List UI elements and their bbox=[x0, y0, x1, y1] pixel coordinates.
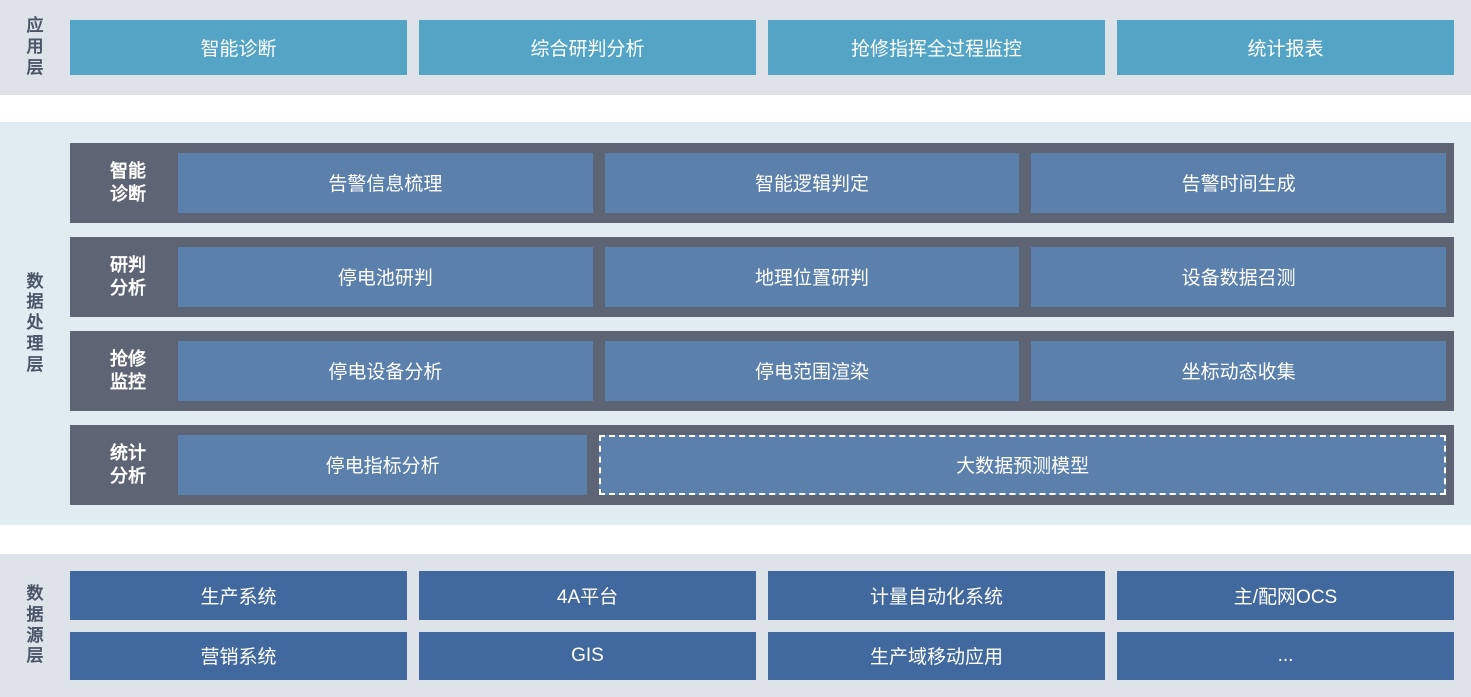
data-source-layer-label: 数 据 源 层 bbox=[0, 554, 70, 697]
process-row: 研判 分析 停电池研判 地理位置研判 设备数据召测 bbox=[70, 236, 1454, 317]
data-source-row: 生产系统 4A平台 计量自动化系统 主/配网OCS bbox=[70, 571, 1454, 620]
label-char: 层 bbox=[26, 646, 44, 666]
application-layer-label: 应 用 层 bbox=[0, 0, 70, 95]
data-source-row: 营销系统 GIS 生产域移动应用 ... bbox=[70, 631, 1454, 680]
label-line: 分析 bbox=[110, 465, 146, 486]
label-line: 监控 bbox=[110, 371, 146, 392]
label-char: 层 bbox=[26, 57, 44, 77]
label-char: 数 bbox=[26, 271, 44, 291]
app-module-box[interactable]: 统计报表 bbox=[1117, 20, 1454, 75]
process-module-box[interactable]: 停电设备分析 bbox=[178, 340, 593, 401]
process-module-box[interactable]: 告警时间生成 bbox=[1031, 152, 1447, 213]
label-char: 理 bbox=[26, 333, 44, 353]
data-processing-layer-label: 数 据 处 理 层 bbox=[0, 122, 70, 525]
process-module-box[interactable]: 停电池研判 bbox=[178, 246, 593, 307]
process-row: 统计 分析 停电指标分析 大数据预测模型 bbox=[70, 424, 1454, 505]
band-separator bbox=[0, 525, 1471, 554]
label-char: 据 bbox=[26, 292, 44, 312]
label-line: 抢修 bbox=[110, 349, 146, 369]
process-module-box[interactable]: 智能逻辑判定 bbox=[604, 152, 1020, 213]
process-module-box[interactable]: 告警信息梳理 bbox=[178, 152, 593, 213]
band-separator bbox=[0, 95, 1471, 122]
data-source-box[interactable]: 计量自动化系统 bbox=[768, 571, 1105, 620]
app-module-box[interactable]: 抢修指挥全过程监控 bbox=[768, 20, 1105, 75]
process-row-label: 抢修 监控 bbox=[78, 348, 178, 393]
process-module-box[interactable]: 停电指标分析 bbox=[178, 434, 588, 495]
process-module-box[interactable]: 停电范围渲染 bbox=[604, 340, 1020, 401]
data-source-box[interactable]: 营销系统 bbox=[70, 631, 407, 680]
label-char: 源 bbox=[26, 625, 44, 645]
process-module-box[interactable]: 设备数据召测 bbox=[1031, 246, 1447, 307]
application-layer-boxes: 智能诊断 综合研判分析 抢修指挥全过程监控 统计报表 bbox=[70, 0, 1471, 95]
label-char: 据 bbox=[26, 604, 44, 624]
data-source-box[interactable]: ... bbox=[1117, 631, 1454, 680]
process-row-boxes: 停电指标分析 大数据预测模型 bbox=[178, 425, 1446, 505]
label-line: 统计 bbox=[110, 443, 146, 463]
process-row-label: 研判 分析 bbox=[78, 254, 178, 299]
label-char: 数 bbox=[26, 584, 44, 604]
label-char: 应 bbox=[26, 16, 44, 36]
label-line: 智能 bbox=[110, 161, 146, 181]
label-line: 诊断 bbox=[110, 183, 146, 204]
data-processing-layer: 数 据 处 理 层 智能 诊断 告警信息梳理 智能逻辑判定 告警时间生成 bbox=[0, 122, 1471, 525]
process-row: 抢修 监控 停电设备分析 停电范围渲染 坐标动态收集 bbox=[70, 330, 1454, 411]
process-row-label: 统计 分析 bbox=[78, 442, 178, 487]
process-module-box[interactable]: 地理位置研判 bbox=[604, 246, 1020, 307]
app-module-box[interactable]: 综合研判分析 bbox=[419, 20, 756, 75]
data-source-box[interactable]: 4A平台 bbox=[419, 571, 756, 620]
process-row: 智能 诊断 告警信息梳理 智能逻辑判定 告警时间生成 bbox=[70, 142, 1454, 223]
data-source-box[interactable]: 生产系统 bbox=[70, 571, 407, 620]
data-processing-rows: 智能 诊断 告警信息梳理 智能逻辑判定 告警时间生成 研判 分析 停电池研判 地… bbox=[70, 122, 1471, 525]
data-source-rows: 生产系统 4A平台 计量自动化系统 主/配网OCS 营销系统 GIS 生产域移动… bbox=[70, 554, 1471, 697]
data-source-box[interactable]: 生产域移动应用 bbox=[768, 631, 1105, 680]
label-line: 研判 bbox=[110, 255, 146, 275]
app-module-box[interactable]: 智能诊断 bbox=[70, 20, 407, 75]
data-source-box[interactable]: GIS bbox=[419, 631, 756, 680]
process-row-boxes: 停电池研判 地理位置研判 设备数据召测 bbox=[178, 237, 1447, 317]
label-char: 层 bbox=[26, 354, 44, 374]
label-line: 分析 bbox=[110, 277, 146, 298]
process-row-label: 智能 诊断 bbox=[78, 160, 178, 205]
data-source-layer: 数 据 源 层 生产系统 4A平台 计量自动化系统 主/配网OCS 营销系统 G… bbox=[0, 554, 1471, 697]
process-module-box[interactable]: 坐标动态收集 bbox=[1031, 340, 1447, 401]
application-layer: 应 用 层 智能诊断 综合研判分析 抢修指挥全过程监控 统计报表 bbox=[0, 0, 1471, 95]
data-source-box[interactable]: 主/配网OCS bbox=[1117, 571, 1454, 620]
label-char: 用 bbox=[26, 37, 44, 57]
label-char: 处 bbox=[26, 313, 44, 333]
process-row-boxes: 停电设备分析 停电范围渲染 坐标动态收集 bbox=[178, 331, 1447, 411]
process-module-box-predictive[interactable]: 大数据预测模型 bbox=[599, 434, 1446, 495]
process-row-boxes: 告警信息梳理 智能逻辑判定 告警时间生成 bbox=[178, 143, 1447, 223]
